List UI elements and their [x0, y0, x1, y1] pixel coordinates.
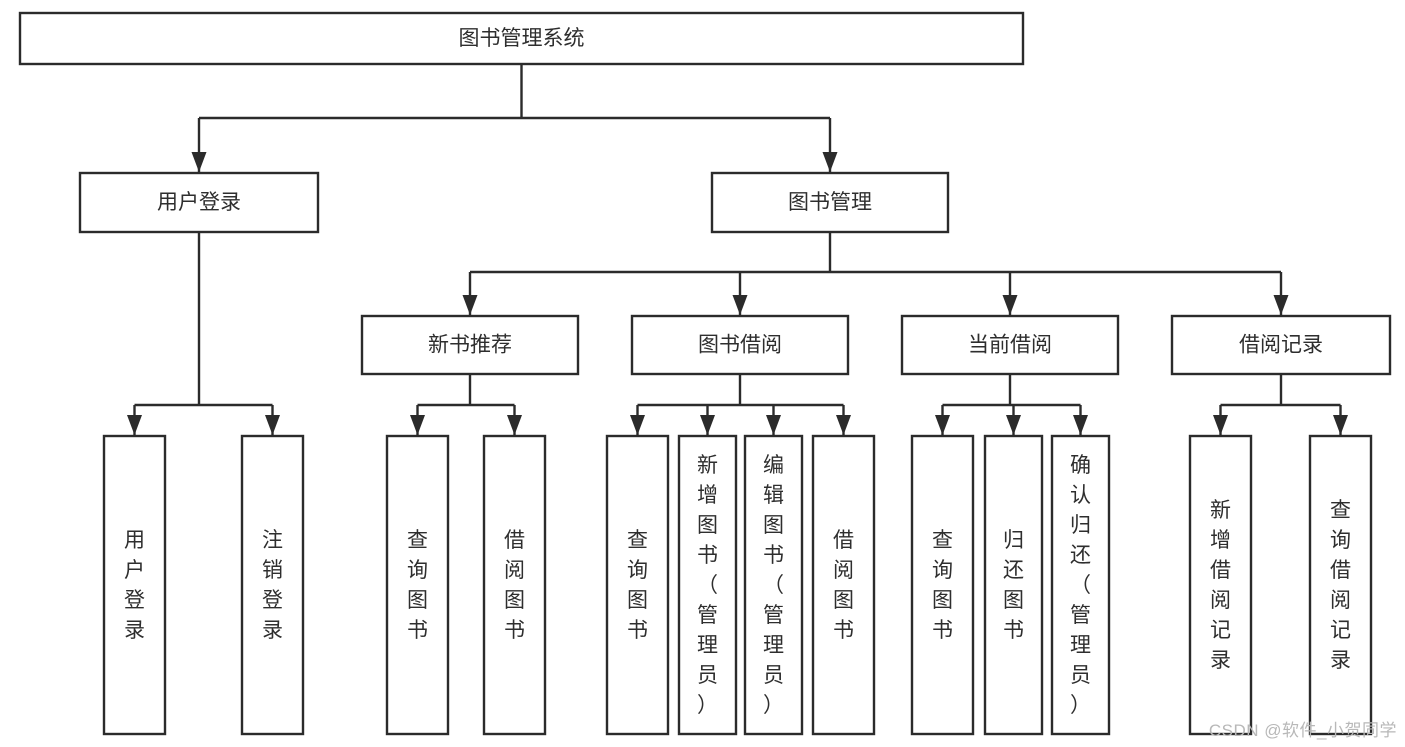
- arrow-down-icon: [700, 415, 715, 435]
- leaf-node-8-label: 查询图书: [932, 529, 953, 642]
- leaf-node-12-box[interactable]: [1308, 434, 1373, 736]
- leaf-node-2-box[interactable]: [385, 434, 450, 736]
- leaf-node-9[interactable]: 归还图书: [983, 434, 1044, 736]
- leaf-node-7[interactable]: 借阅图书: [811, 434, 876, 736]
- arrow-down-icon: [766, 415, 781, 435]
- arrow-down-icon: [836, 415, 851, 435]
- node-level3-0-box[interactable]: [360, 314, 580, 376]
- node-root-box[interactable]: [18, 11, 1025, 66]
- leaf-node-0-label: 用户登录: [124, 529, 145, 642]
- arrow-down-icon: [1073, 415, 1088, 435]
- node-root-label: 图书管理系统: [459, 27, 585, 50]
- node-level2-1-box[interactable]: [710, 171, 950, 234]
- arrow-down-icon: [1213, 415, 1228, 435]
- leaf-node-11[interactable]: 新增借阅记录: [1188, 434, 1253, 736]
- leaf-node-8-box[interactable]: [910, 434, 975, 736]
- leaf-node-4[interactable]: 查询图书: [605, 434, 670, 736]
- leaf-node-8[interactable]: 查询图书: [910, 434, 975, 736]
- leaf-node-12-label: 查询借阅记录: [1330, 499, 1351, 672]
- node-level3-2[interactable]: 当前借阅: [900, 314, 1120, 376]
- arrow-down-icon: [732, 295, 748, 315]
- leaf-node-11-box[interactable]: [1188, 434, 1253, 736]
- node-level2-1[interactable]: 图书管理: [710, 171, 950, 234]
- node-level2-1-label: 图书管理: [788, 191, 872, 214]
- leaf-node-11-label: 新增借阅记录: [1210, 499, 1231, 672]
- leaf-node-4-box[interactable]: [605, 434, 670, 736]
- node-level3-0[interactable]: 新书推荐: [360, 314, 580, 376]
- node-level2-0[interactable]: 用户登录: [78, 171, 320, 234]
- node-level3-2-label: 当前借阅: [968, 334, 1052, 357]
- leaf-node-10-box[interactable]: [1050, 434, 1111, 736]
- node-level3-3-box[interactable]: [1170, 314, 1392, 376]
- arrow-down-icon: [462, 295, 478, 315]
- leaf-node-6[interactable]: 编辑图书（管理员）: [743, 434, 804, 736]
- arrow-down-icon: [127, 415, 142, 435]
- node-level3-1-label: 图书借阅: [698, 334, 782, 357]
- leaf-node-5-label: 新增图书（管理员）: [697, 454, 718, 717]
- leaf-node-7-box[interactable]: [811, 434, 876, 736]
- arrow-down-icon: [822, 152, 838, 172]
- leaf-node-1-box[interactable]: [240, 434, 305, 736]
- arrow-down-icon: [1333, 415, 1348, 435]
- node-level3-2-box[interactable]: [900, 314, 1120, 376]
- arrow-down-icon: [410, 415, 425, 435]
- leaf-node-6-label: 编辑图书（管理员）: [763, 454, 784, 717]
- arrow-down-icon: [1273, 295, 1289, 315]
- leaf-node-3-label: 借阅图书: [504, 529, 525, 642]
- arrow-down-icon: [630, 415, 645, 435]
- arrow-down-icon: [265, 415, 280, 435]
- leaf-node-0[interactable]: 用户登录: [102, 434, 167, 736]
- arrow-down-icon: [1006, 415, 1021, 435]
- node-level3-1[interactable]: 图书借阅: [630, 314, 850, 376]
- leaf-node-2-label: 查询图书: [407, 529, 428, 642]
- leaf-node-9-box[interactable]: [983, 434, 1044, 736]
- leaf-node-12[interactable]: 查询借阅记录: [1308, 434, 1373, 736]
- leaf-node-7-label: 借阅图书: [833, 529, 854, 642]
- leaf-node-10[interactable]: 确认归还（管理员）: [1050, 434, 1111, 736]
- leaf-node-2[interactable]: 查询图书: [385, 434, 450, 736]
- node-root[interactable]: 图书管理系统: [18, 11, 1025, 66]
- arrow-down-icon: [1002, 295, 1018, 315]
- arrow-down-icon: [191, 152, 207, 172]
- leaf-node-1[interactable]: 注销登录: [240, 434, 305, 736]
- leaf-node-9-label: 归还图书: [1003, 529, 1024, 642]
- arrow-down-icon: [935, 415, 950, 435]
- node-level2-0-label: 用户登录: [157, 191, 241, 214]
- node-level3-0-label: 新书推荐: [428, 334, 512, 357]
- node-level3-3[interactable]: 借阅记录: [1170, 314, 1392, 376]
- leaf-node-3-box[interactable]: [482, 434, 547, 736]
- node-level3-3-label: 借阅记录: [1239, 334, 1323, 357]
- leaf-node-4-label: 查询图书: [627, 529, 648, 642]
- leaf-node-5[interactable]: 新增图书（管理员）: [677, 434, 738, 736]
- leaf-node-5-box[interactable]: [677, 434, 738, 736]
- leaf-node-6-box[interactable]: [743, 434, 804, 736]
- leaf-node-3[interactable]: 借阅图书: [482, 434, 547, 736]
- leaf-node-1-label: 注销登录: [262, 529, 283, 642]
- leaf-node-10-label: 确认归还（管理员）: [1070, 454, 1091, 717]
- leaf-node-0-box[interactable]: [102, 434, 167, 736]
- arrow-down-icon: [507, 415, 522, 435]
- connector-layer: [127, 64, 1348, 435]
- node-level2-0-box[interactable]: [78, 171, 320, 234]
- node-level3-1-box[interactable]: [630, 314, 850, 376]
- node-layer: 图书管理系统用户登录图书管理新书推荐图书借阅当前借阅借阅记录用户登录注销登录查询…: [18, 11, 1392, 736]
